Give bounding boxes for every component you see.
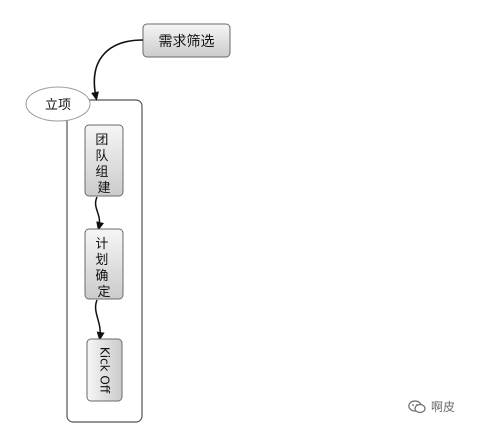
project-ellipse — [25, 86, 91, 122]
project-label: 立项 — [45, 98, 71, 113]
kickoff-box — [86, 338, 123, 402]
plan-box — [84, 228, 124, 300]
arrow-team-to-plan — [94, 196, 105, 231]
watermark-text: 啊皮 — [431, 400, 456, 414]
watermark: 啊皮 — [408, 398, 455, 415]
demand-label: 需求筛选 — [159, 34, 215, 50]
plan-label: 计 划 确 定 — [95, 237, 112, 300]
kickoff-label: Kick Off — [98, 347, 112, 394]
arrow-demand-to-project — [91, 39, 144, 101]
wechat-icon — [408, 399, 426, 413]
arrow-plan-to-kickoff — [94, 299, 105, 341]
team-box — [84, 124, 124, 197]
team-label: 团 队 组 建 — [95, 133, 112, 196]
